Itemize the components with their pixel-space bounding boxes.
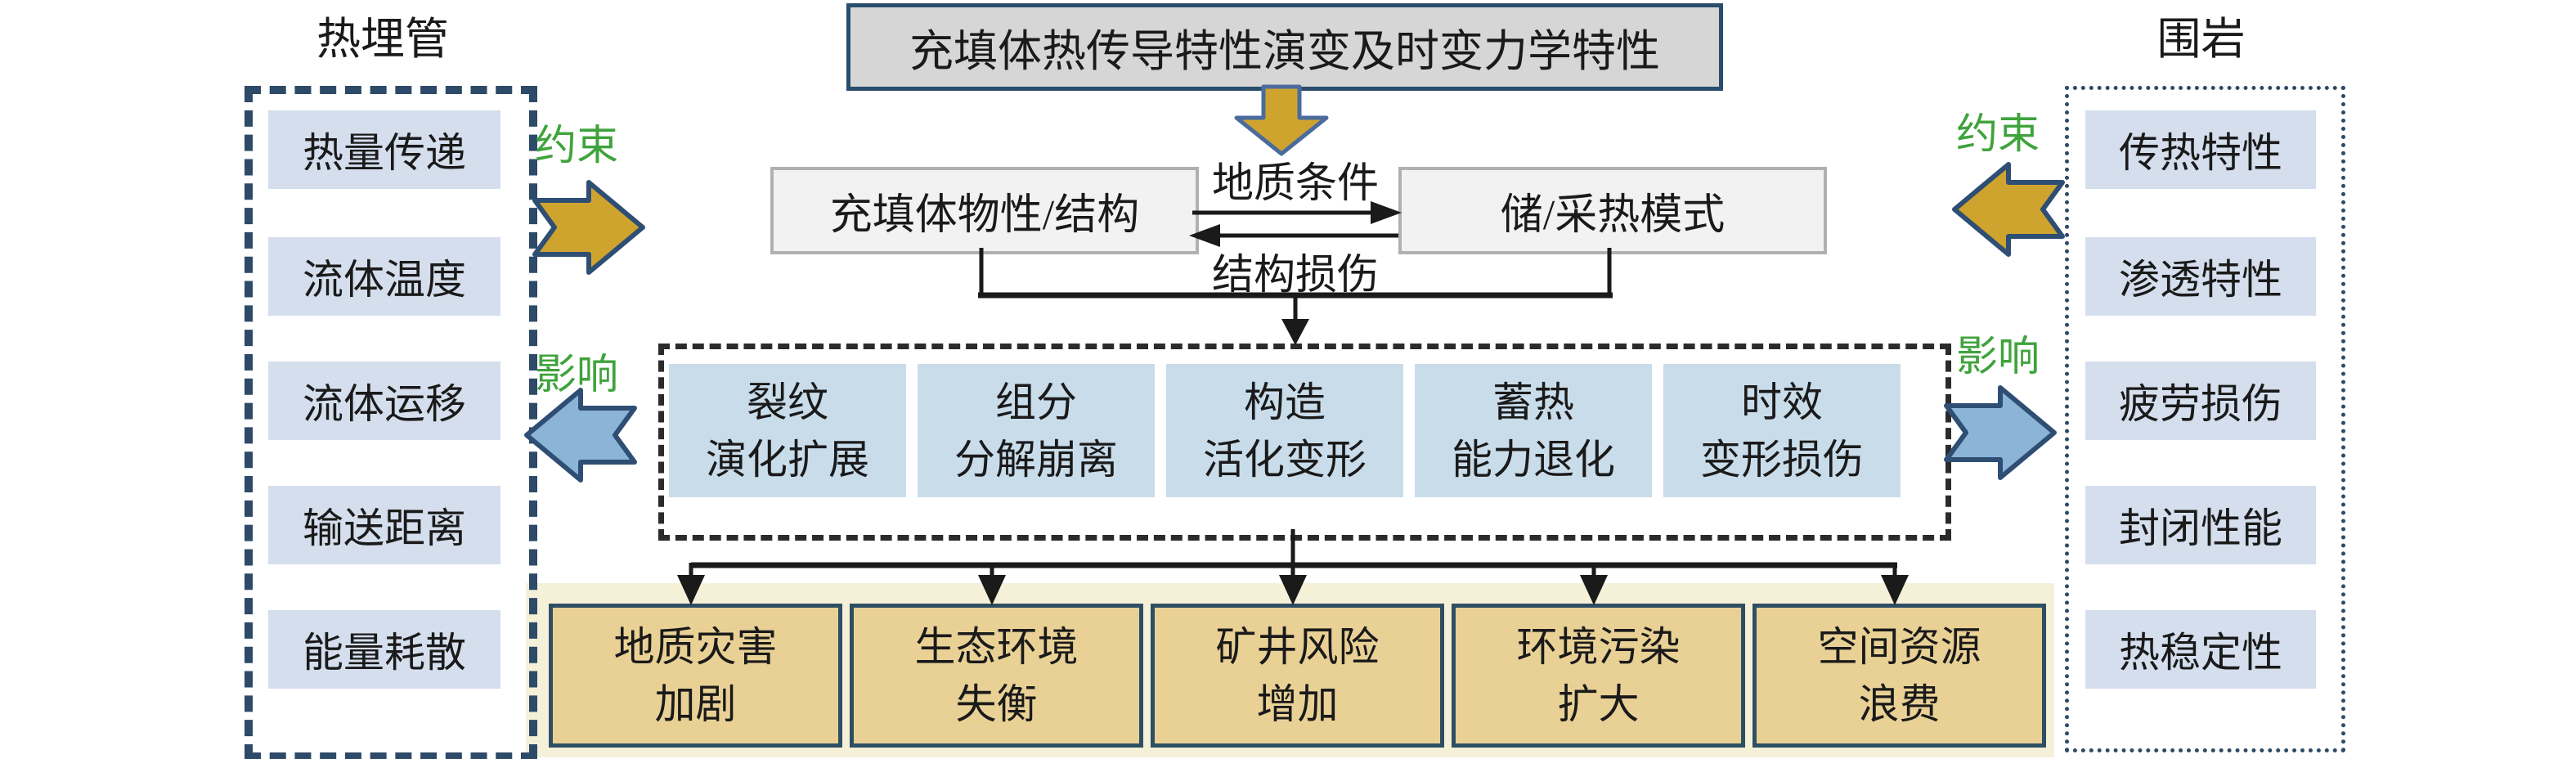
- consequence-line2: 浪费: [1858, 681, 1941, 727]
- geology-condition-label: 地质条件: [1211, 161, 1379, 207]
- right-panel-title: 围岩: [2156, 14, 2246, 64]
- factor-structural-activation: 构造 活化变形: [1166, 364, 1403, 497]
- left-arrowhead: [1189, 224, 1220, 247]
- factor-line2: 活化变形: [1203, 436, 1367, 483]
- factor-line2: 演化扩展: [706, 436, 869, 483]
- drop-arrowhead-5: [1881, 575, 1909, 605]
- factor-component-decomposition: 组分 分解崩离: [918, 364, 1155, 497]
- factor-line1: 组分: [995, 379, 1077, 425]
- drop-arrowhead-2: [978, 575, 1006, 605]
- factor-line1: 构造: [1244, 379, 1326, 425]
- left-panel-item-heat-transfer: 热量传递: [268, 110, 500, 189]
- right-panel-item-sealing: 封闭性能: [2085, 486, 2316, 564]
- right-panel: [2065, 86, 2345, 752]
- consequence-line1: 空间资源: [1817, 624, 1981, 670]
- drop-arrowhead-3: [1279, 575, 1307, 605]
- constraint-label-left: 约束: [534, 124, 618, 169]
- constraint-arrow-left-icon: [532, 180, 645, 275]
- left-panel-item-transport-distance: 输送距离: [268, 486, 500, 564]
- constraint-arrow-right-icon: [1952, 162, 2065, 257]
- factors-arrowhead: [1281, 319, 1309, 345]
- factor-line2: 分解崩离: [954, 436, 1118, 483]
- left-panel-item-fluid-temp: 流体温度: [268, 237, 500, 316]
- consequence-line1: 生态环境: [914, 624, 1079, 670]
- right-panel-item-permeability: 渗透特性: [2085, 237, 2316, 316]
- left-panel: [245, 86, 537, 759]
- left-panel-item-fluid-migration: 流体运移: [268, 362, 500, 440]
- consequence-mine-risk: 矿井风险 增加: [1151, 604, 1444, 748]
- consequence-line2: 扩大: [1557, 681, 1640, 727]
- consequence-line1: 环境污染: [1516, 624, 1681, 670]
- left-panel-title: 热埋管: [316, 14, 449, 64]
- factor-line2: 变形损伤: [1700, 436, 1864, 483]
- influence-label-right: 影响: [1955, 335, 2040, 380]
- consequence-line1: 地质灾害: [613, 624, 778, 670]
- left-panel-item-energy-dissipation: 能量耗散: [268, 610, 500, 689]
- right-panel-item-thermal-stability: 热稳定性: [2085, 610, 2316, 689]
- backfill-properties-box: 充填体物性/结构: [770, 167, 1199, 254]
- drop-arrowhead-4: [1580, 575, 1608, 605]
- down-block-arrow-icon: [1234, 84, 1329, 156]
- constraint-label-right: 约束: [1955, 112, 2040, 158]
- consequence-line1: 矿井风险: [1215, 624, 1380, 670]
- consequence-pollution-expansion: 环境污染 扩大: [1452, 604, 1745, 748]
- consequence-ecological-imbalance: 生态环境 失衡: [850, 604, 1143, 748]
- consequence-space-waste: 空间资源 浪费: [1752, 604, 2046, 748]
- right-panel-item-fatigue-damage: 疲劳损伤: [2085, 362, 2316, 440]
- factor-crack-evolution: 裂纹 演化扩展: [669, 364, 906, 497]
- consequence-line2: 加剧: [654, 681, 737, 727]
- consequence-line2: 增加: [1256, 681, 1339, 727]
- storage-extraction-mode-box: 储/采热模式: [1398, 167, 1827, 254]
- drop-arrowhead-1: [677, 575, 705, 605]
- structure-damage-label: 结构损伤: [1211, 253, 1379, 299]
- main-title: 充填体热传导特性演变及时变力学特性: [846, 3, 1723, 91]
- factor-heat-storage-degradation: 蓄热 能力退化: [1415, 364, 1652, 497]
- factor-line1: 蓄热: [1492, 379, 1574, 425]
- factor-line1: 裂纹: [747, 379, 828, 425]
- right-arrowhead: [1371, 201, 1402, 224]
- consequence-line2: 失衡: [955, 681, 1038, 727]
- consequence-geological-disaster: 地质灾害 加剧: [549, 604, 842, 748]
- right-panel-item-heat-transfer-prop: 传热特性: [2085, 110, 2316, 189]
- factor-line1: 时效: [1741, 379, 1823, 425]
- factor-aging-deformation: 时效 变形损伤: [1663, 364, 1901, 497]
- influence-arrow-right-icon: [1944, 385, 2057, 480]
- influence-arrow-left-icon: [524, 388, 637, 483]
- factor-line2: 能力退化: [1452, 436, 1615, 483]
